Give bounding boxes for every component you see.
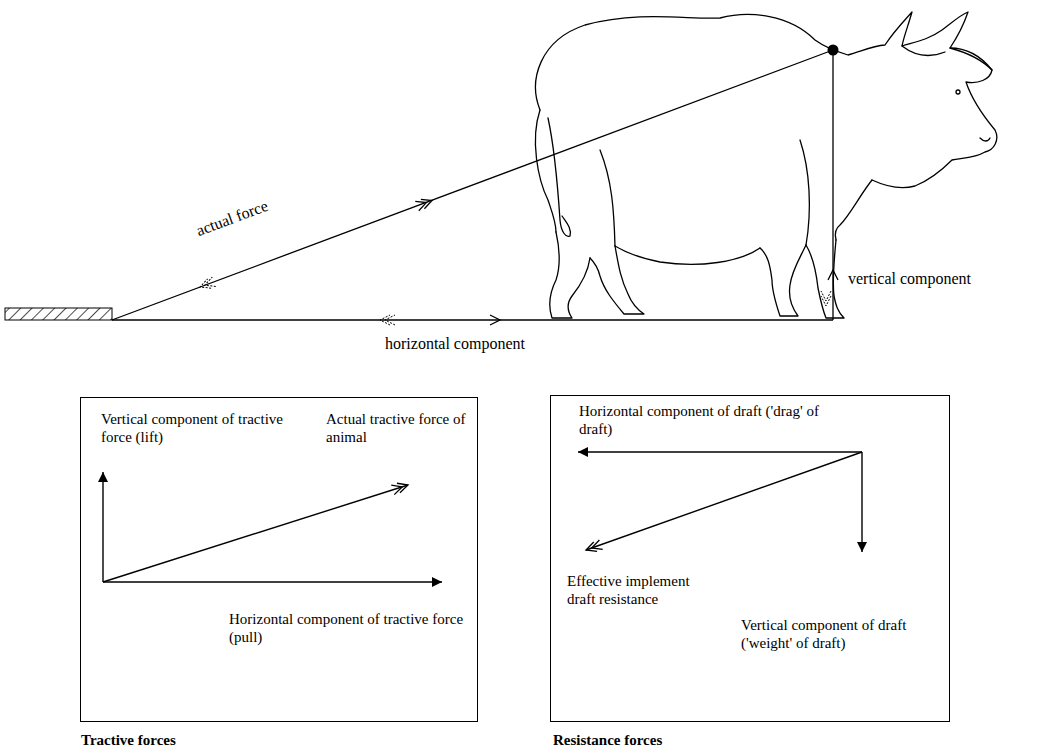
force-box: Horizontal component of draft ('drag' of… (550, 395, 950, 722)
force-lines (112, 50, 833, 320)
tractive-vectors (103, 472, 442, 582)
vector-label: Actual tractive force of animal (326, 410, 471, 446)
vector-label: Horizontal component of tractive force (… (229, 610, 464, 646)
vector-label: Vertical component of tractive force (li… (101, 410, 306, 446)
force-label: actual force (194, 197, 270, 240)
force-box: Vertical component of tractive force (li… (80, 397, 478, 722)
force-label: vertical component (848, 270, 971, 288)
figure-caption: Tractive forces (81, 731, 176, 749)
resistance-vectors (578, 452, 862, 552)
vector-label: Effective implement draft resistance (567, 572, 699, 608)
figure-caption: Resistance forces (553, 731, 662, 749)
hitch-point (828, 45, 839, 56)
vector-label: Vertical component of draft ('weight' of… (741, 616, 946, 652)
force-label: horizontal component (385, 335, 525, 353)
ox-drawing (535, 12, 996, 318)
vector-label: Horizontal component of draft ('drag' of… (579, 402, 834, 438)
implement-block (5, 308, 112, 320)
